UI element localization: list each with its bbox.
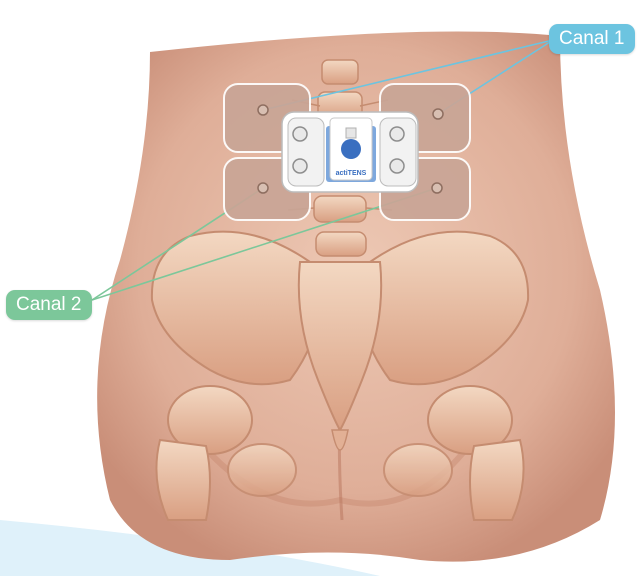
device-power-button — [341, 139, 361, 159]
tens-device: actiTENS — [282, 112, 418, 192]
channel-2-label: Canal 2 — [6, 290, 92, 320]
channel-1-label: Canal 1 — [549, 24, 635, 54]
device-brand-text: actiTENS — [336, 170, 367, 177]
